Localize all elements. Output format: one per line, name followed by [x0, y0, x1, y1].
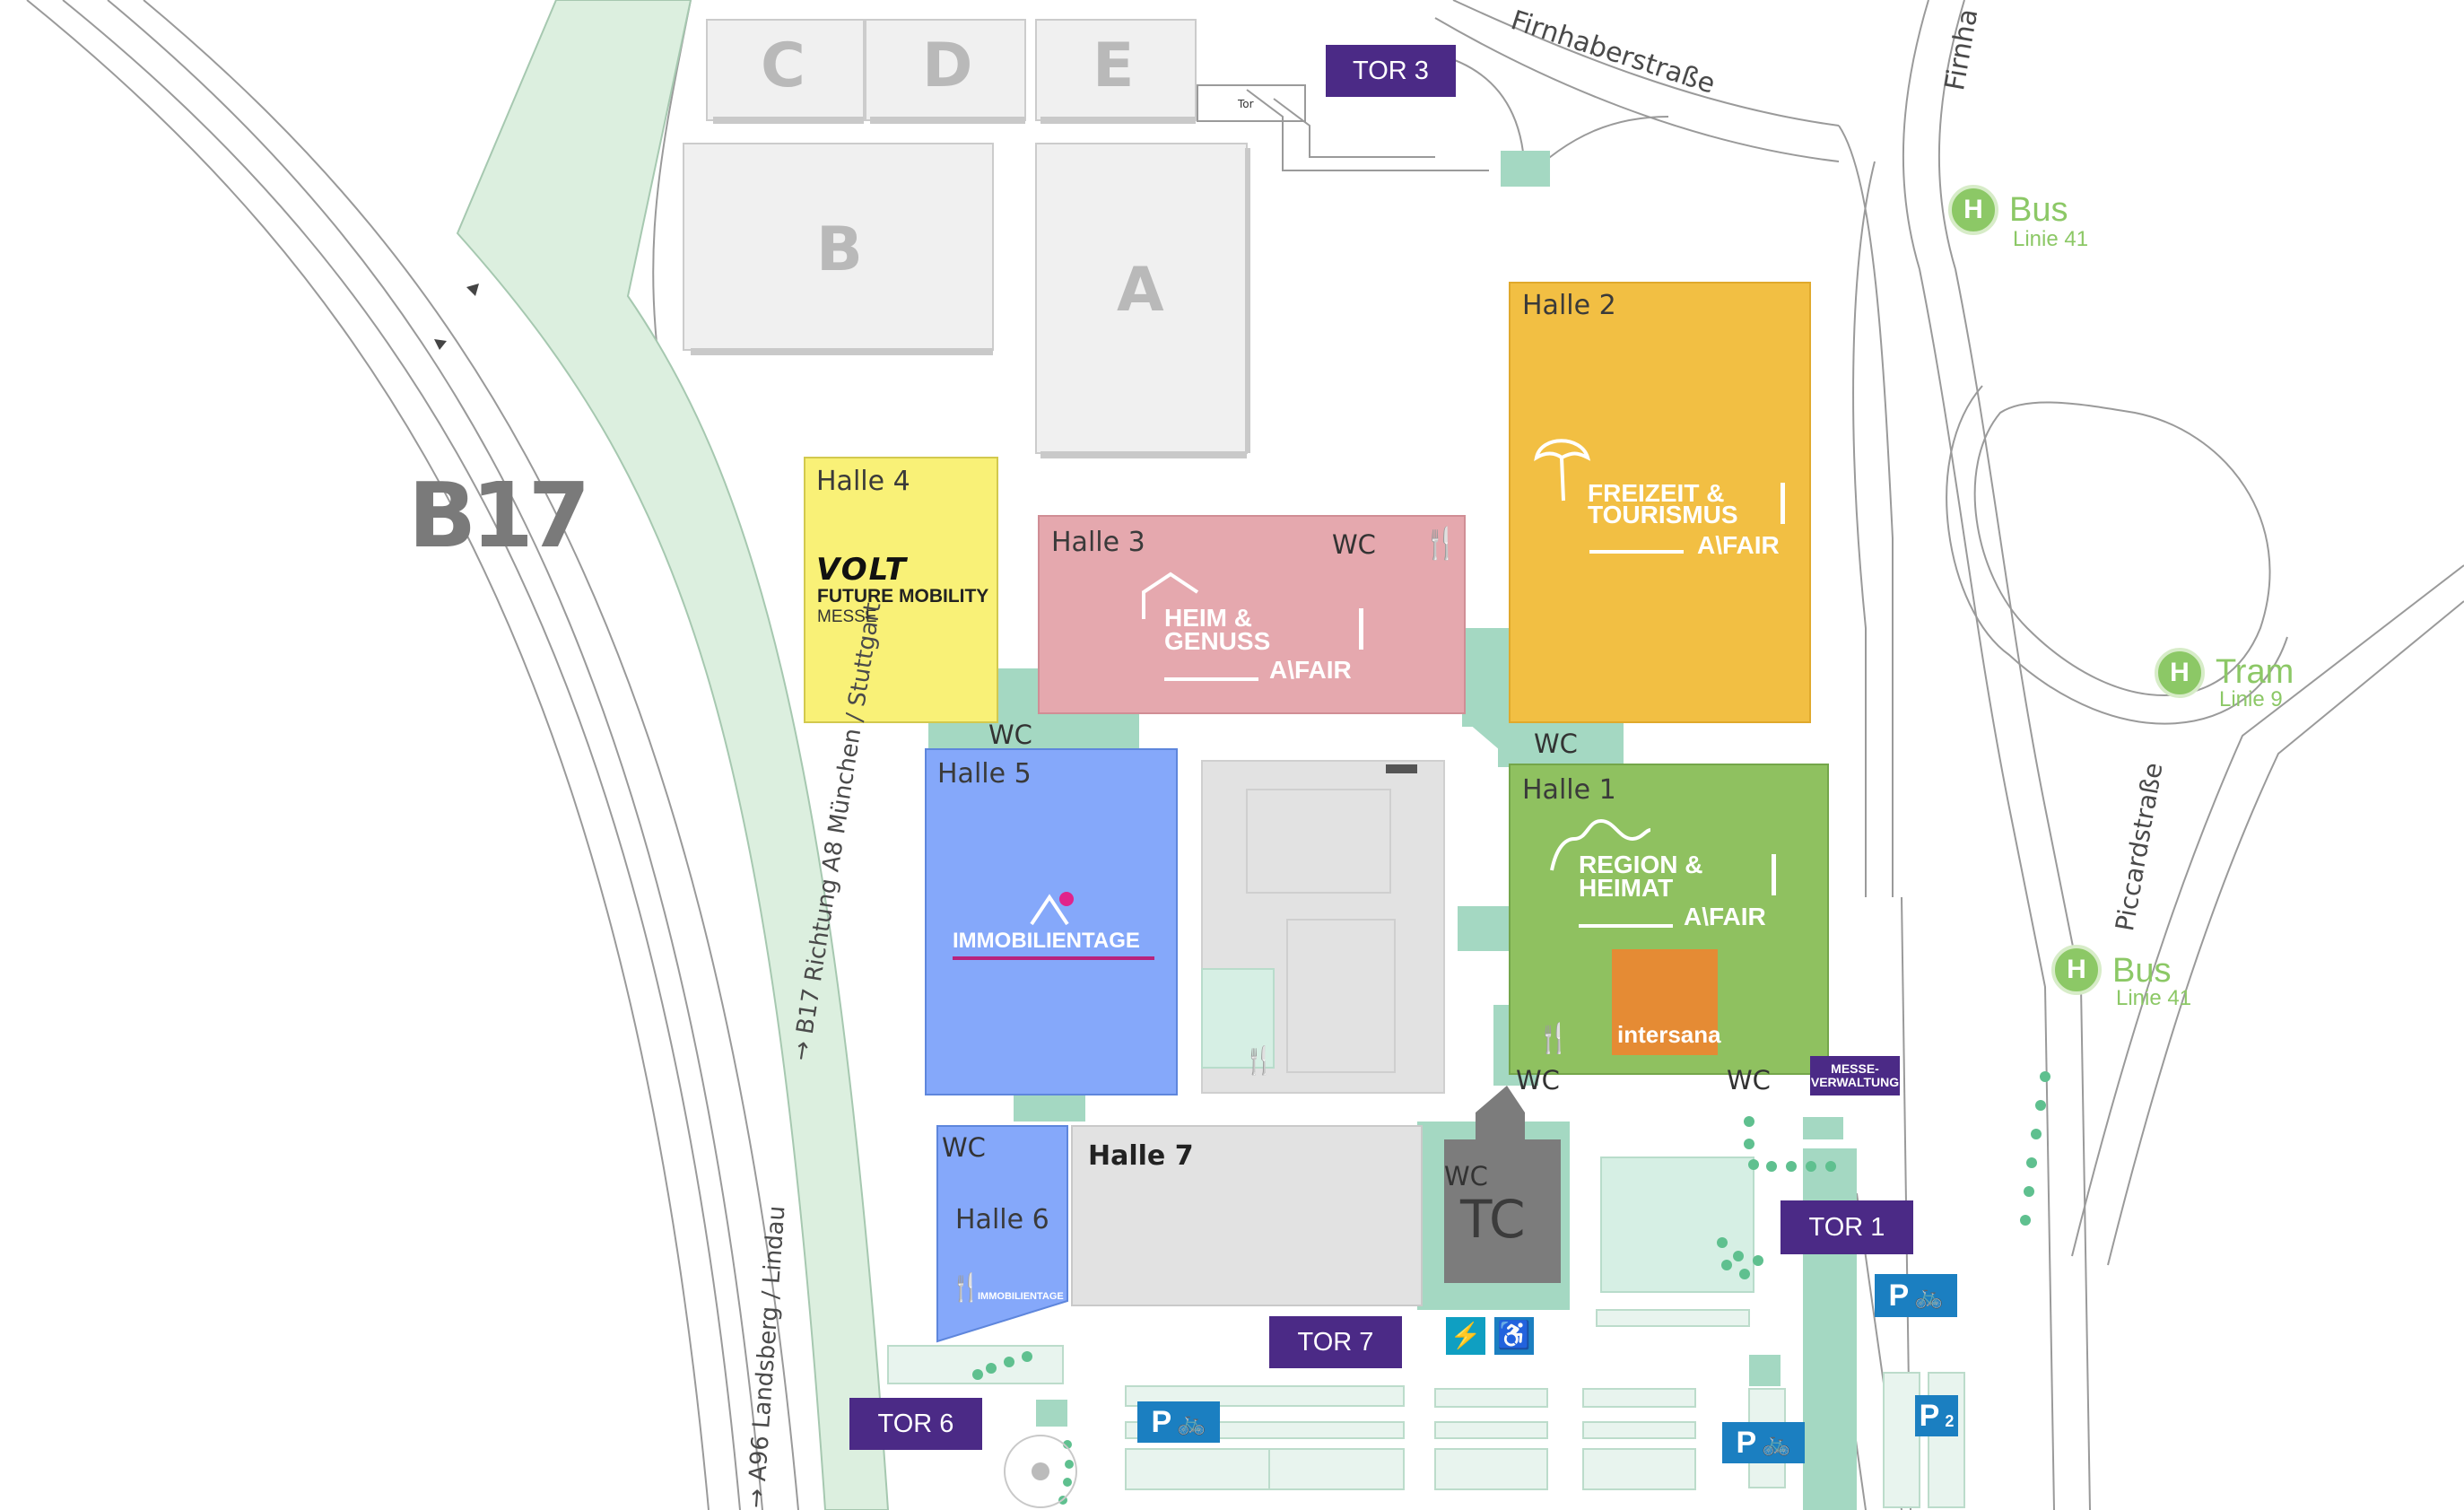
- volt-line2: FUTURE MOBILITY: [817, 586, 989, 607]
- brand-underline: [1164, 677, 1258, 681]
- wc-halle-1-west: WC: [1516, 1065, 1560, 1095]
- wc-between-2-1: WC: [1534, 729, 1578, 759]
- messe-verwaltung[interactable]: MESSE- VERWALTUNG: [1810, 1056, 1900, 1095]
- heim-line1: HEIM &: [1164, 604, 1252, 632]
- umbrella-icon: [1534, 439, 1591, 502]
- area-c-label: C: [761, 31, 805, 101]
- parking-p: P: [1151, 1404, 1172, 1439]
- tor-7[interactable]: TOR 7: [1269, 1316, 1402, 1368]
- heim-afair: A\FAIR: [1269, 656, 1352, 684]
- intersana-logo: intersana: [1617, 1021, 1721, 1048]
- restaurant-icon: 🍴: [1422, 526, 1460, 562]
- area-a-label: A: [1117, 255, 1164, 326]
- restaurant-icon: 🍴: [949, 1272, 983, 1304]
- bicycle-icon: 🚲: [1762, 1428, 1791, 1456]
- halle-6-label: Halle 6: [955, 1204, 1049, 1235]
- freizeit-line2: TOURISMUS: [1588, 501, 1738, 528]
- house-icon: [1142, 572, 1199, 619]
- parking-p2-letter: P: [1919, 1398, 1940, 1433]
- volt-logo: VOLT: [816, 552, 908, 588]
- mountain-icon: [1550, 818, 1651, 871]
- area-e-label: E: [1093, 31, 1135, 101]
- wc-between-4-5: WC: [988, 720, 1032, 750]
- tor-3[interactable]: TOR 3: [1326, 45, 1456, 97]
- tram-stop-icon[interactable]: H: [2155, 648, 2205, 698]
- parking-p: P: [1888, 1278, 1910, 1313]
- bike-parking-tor1[interactable]: P 🚲: [1875, 1274, 1957, 1317]
- brand-divider: [1359, 608, 1363, 650]
- halle-2-label: Halle 2: [1522, 290, 1616, 321]
- halle-3-label: Halle 3: [1051, 527, 1145, 558]
- tor-1[interactable]: TOR 1: [1781, 1200, 1913, 1254]
- bus-stop-south-line: Linie 41: [2116, 986, 2192, 1010]
- wheelchair-icon: ♿: [1494, 1317, 1534, 1355]
- bus-stop-north-line: Linie 41: [2013, 227, 2089, 251]
- wc-halle-1-east: WC: [1727, 1065, 1771, 1095]
- parking-p: P: [1736, 1425, 1757, 1460]
- halle-7-label: Halle 7: [1088, 1140, 1194, 1172]
- area-d-label: D: [922, 31, 973, 101]
- small-gate-label: Tor: [1238, 98, 1254, 110]
- tor-6[interactable]: TOR 6: [849, 1398, 982, 1450]
- tram-stop-title: Tram: [2216, 653, 2294, 691]
- freizeit-afair: A\FAIR: [1697, 531, 1780, 559]
- volt-line3: MESSE: [817, 607, 877, 626]
- tc-label: TC: [1460, 1189, 1526, 1250]
- region-afair: A\FAIR: [1684, 903, 1766, 930]
- area-b-label: B: [816, 214, 863, 285]
- bike-parking-east[interactable]: P 🚲: [1722, 1422, 1805, 1463]
- bus-stop-north-title: Bus: [2009, 191, 2068, 229]
- restaurant-icon: 🍴: [1242, 1045, 1276, 1077]
- brand-divider: [1772, 854, 1776, 895]
- road-b17-label: B17: [408, 463, 590, 568]
- bicycle-icon: 🚲: [1914, 1281, 1944, 1309]
- brand-underline: [1589, 550, 1684, 554]
- region-line1: REGION &: [1579, 851, 1703, 878]
- region-line2: HEIMAT: [1579, 874, 1674, 902]
- bicycle-icon: 🚲: [1177, 1408, 1206, 1436]
- freizeit-line1: FREIZEIT &: [1588, 479, 1725, 507]
- immobilien-logo-icon: [1030, 892, 1074, 926]
- ev-charging-icon: ⚡: [1446, 1317, 1485, 1355]
- bus-stop-icon[interactable]: H: [2051, 945, 2102, 995]
- wc-halle-6: WC: [942, 1132, 986, 1163]
- wc-tc: WC: [1444, 1161, 1488, 1191]
- restaurant-icon: 🍴: [1536, 1021, 1572, 1055]
- immobilien-logo: IMMOBILIENTAGE: [953, 929, 1140, 953]
- halle-5-label: Halle 5: [937, 758, 1032, 790]
- halle-1-label: Halle 1: [1522, 774, 1616, 806]
- brand-divider: [1781, 483, 1785, 524]
- tram-stop-line: Linie 9: [2219, 687, 2283, 711]
- messe-line2: VERWALTUNG: [1810, 1075, 1900, 1089]
- brand-underline: [953, 956, 1154, 960]
- brand-underline: [1579, 924, 1673, 928]
- messe-line1: MESSE-: [1831, 1061, 1879, 1077]
- immobilien-logo-small: IMMOBILIENTAGE: [978, 1291, 1064, 1302]
- bus-stop-south-title: Bus: [2112, 952, 2172, 990]
- heim-line2: GENUSS: [1164, 627, 1271, 655]
- parking-p2-number: 2: [1945, 1411, 1955, 1430]
- halle-4-label: Halle 4: [816, 466, 910, 497]
- bus-stop-icon[interactable]: H: [1948, 185, 1998, 235]
- bike-parking-south[interactable]: P 🚲: [1137, 1401, 1220, 1443]
- wc-halle-3: WC: [1332, 529, 1376, 560]
